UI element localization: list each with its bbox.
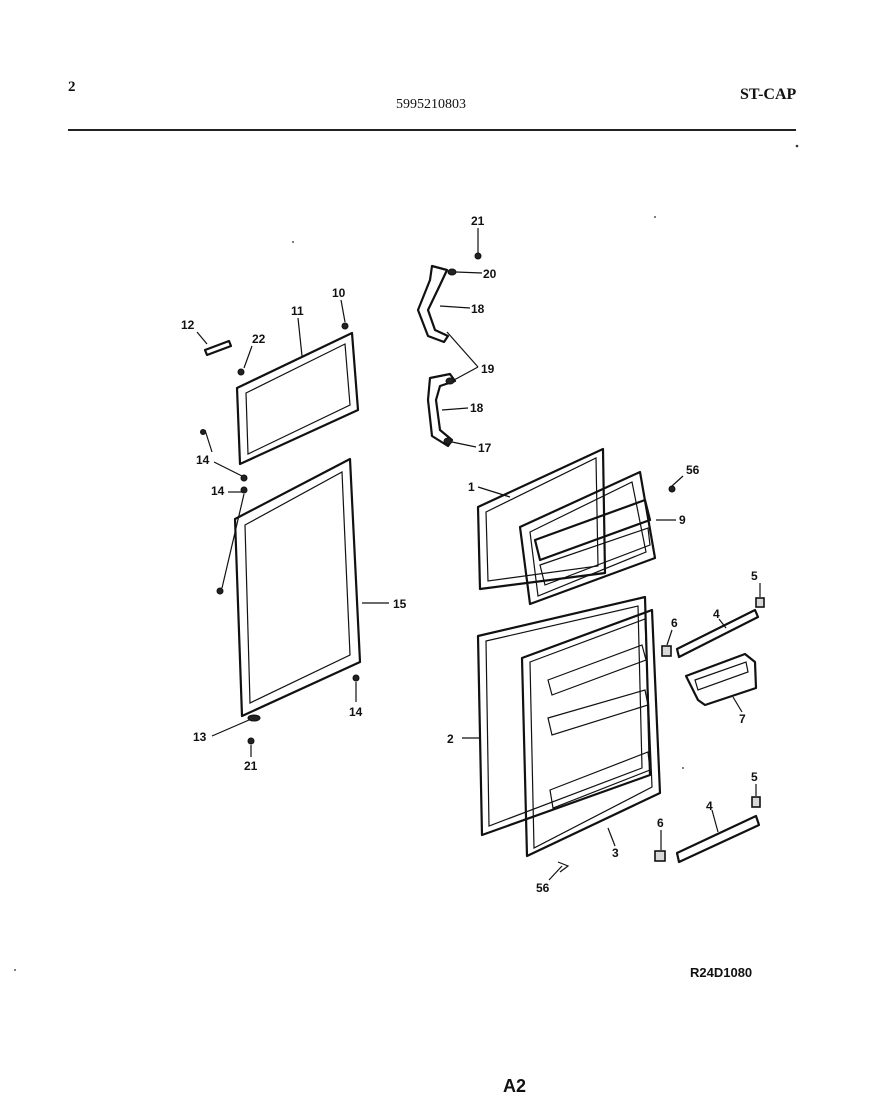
rail-end-5-icon (751, 796, 761, 808)
callout-19: 19 (481, 362, 495, 376)
callout-4: 4 (706, 799, 713, 813)
screw-10-icon (341, 322, 349, 330)
callout-56: 56 (686, 463, 700, 477)
leader-lines (196, 228, 761, 881)
callout-20: 20 (483, 267, 497, 281)
screw-56-icon (668, 485, 676, 493)
callout-9: 9 (679, 513, 686, 527)
callout-18: 18 (471, 302, 485, 316)
rail-end-5-icon (755, 597, 765, 608)
screw-14-icon (240, 474, 248, 482)
callout-3: 3 (612, 846, 619, 860)
freezer-door-liner (518, 470, 657, 606)
scan-speck (292, 241, 294, 243)
lower-shelf-rail (675, 814, 761, 864)
screw-21-icon (247, 737, 255, 745)
header-rule (68, 129, 796, 131)
screw-17-icon (443, 437, 453, 445)
rail-clip-6-icon (661, 645, 672, 657)
callout-numbers: 21 20 18 19 18 17 10 11 12 22 14 14 15 1… (181, 214, 758, 895)
screw-19-icon (445, 377, 455, 385)
page-tag: A2 (503, 1076, 527, 1096)
callout-14: 14 (211, 484, 225, 498)
callout-7: 7 (739, 712, 746, 726)
scan-speck (795, 144, 799, 148)
lower-hinge (426, 372, 457, 448)
model-code: ST-CAP (740, 86, 797, 103)
freezer-door-gasket (235, 331, 360, 466)
callout-6: 6 (657, 816, 664, 830)
upper-hinge (416, 264, 450, 344)
fresh-food-inner-gasket (476, 595, 652, 837)
callout-11: 11 (291, 304, 304, 318)
diagram-reference-code: R24D1080 (690, 965, 753, 980)
screw-14-icon (240, 486, 248, 494)
screw-22-icon (237, 368, 245, 376)
callout-5: 5 (751, 770, 758, 784)
scan-speck (654, 216, 656, 218)
callout-15: 15 (393, 597, 407, 611)
fresh-food-door-gasket (233, 457, 362, 718)
freezer-inner-gasket (476, 447, 607, 591)
callout-13: 13 (193, 730, 207, 744)
callout-17: 17 (478, 441, 492, 455)
page-number: 2 (68, 79, 76, 95)
callout-21: 21 (244, 759, 258, 773)
screw-20-icon (447, 268, 457, 276)
callout-4: 4 (713, 607, 720, 621)
callout-2: 2 (447, 732, 454, 746)
rail-clip-6-icon (654, 850, 666, 862)
hinge-pin-13-icon (247, 714, 261, 722)
callout-10: 10 (332, 286, 346, 300)
callout-21: 21 (471, 214, 485, 228)
handle-trim-part (203, 339, 233, 357)
callout-6: 6 (671, 616, 678, 630)
callout-14: 14 (349, 705, 363, 719)
screw-14-icon (352, 674, 360, 682)
upper-shelf-rail (675, 608, 760, 659)
fresh-food-door-liner (520, 608, 662, 858)
callout-18: 18 (470, 401, 484, 415)
door-bin (684, 652, 758, 707)
scan-speck (682, 767, 684, 769)
callout-14: 14 (196, 453, 210, 467)
scan-speck (14, 969, 16, 971)
callout-12: 12 (181, 318, 195, 332)
screw-21-icon (474, 252, 482, 260)
callout-5: 5 (751, 569, 758, 583)
callout-56: 56 (536, 881, 550, 895)
callout-22: 22 (252, 332, 266, 346)
document-number: 5995210803 (396, 97, 466, 112)
callout-1: 1 (468, 480, 475, 494)
screw-14-icon (216, 587, 224, 595)
